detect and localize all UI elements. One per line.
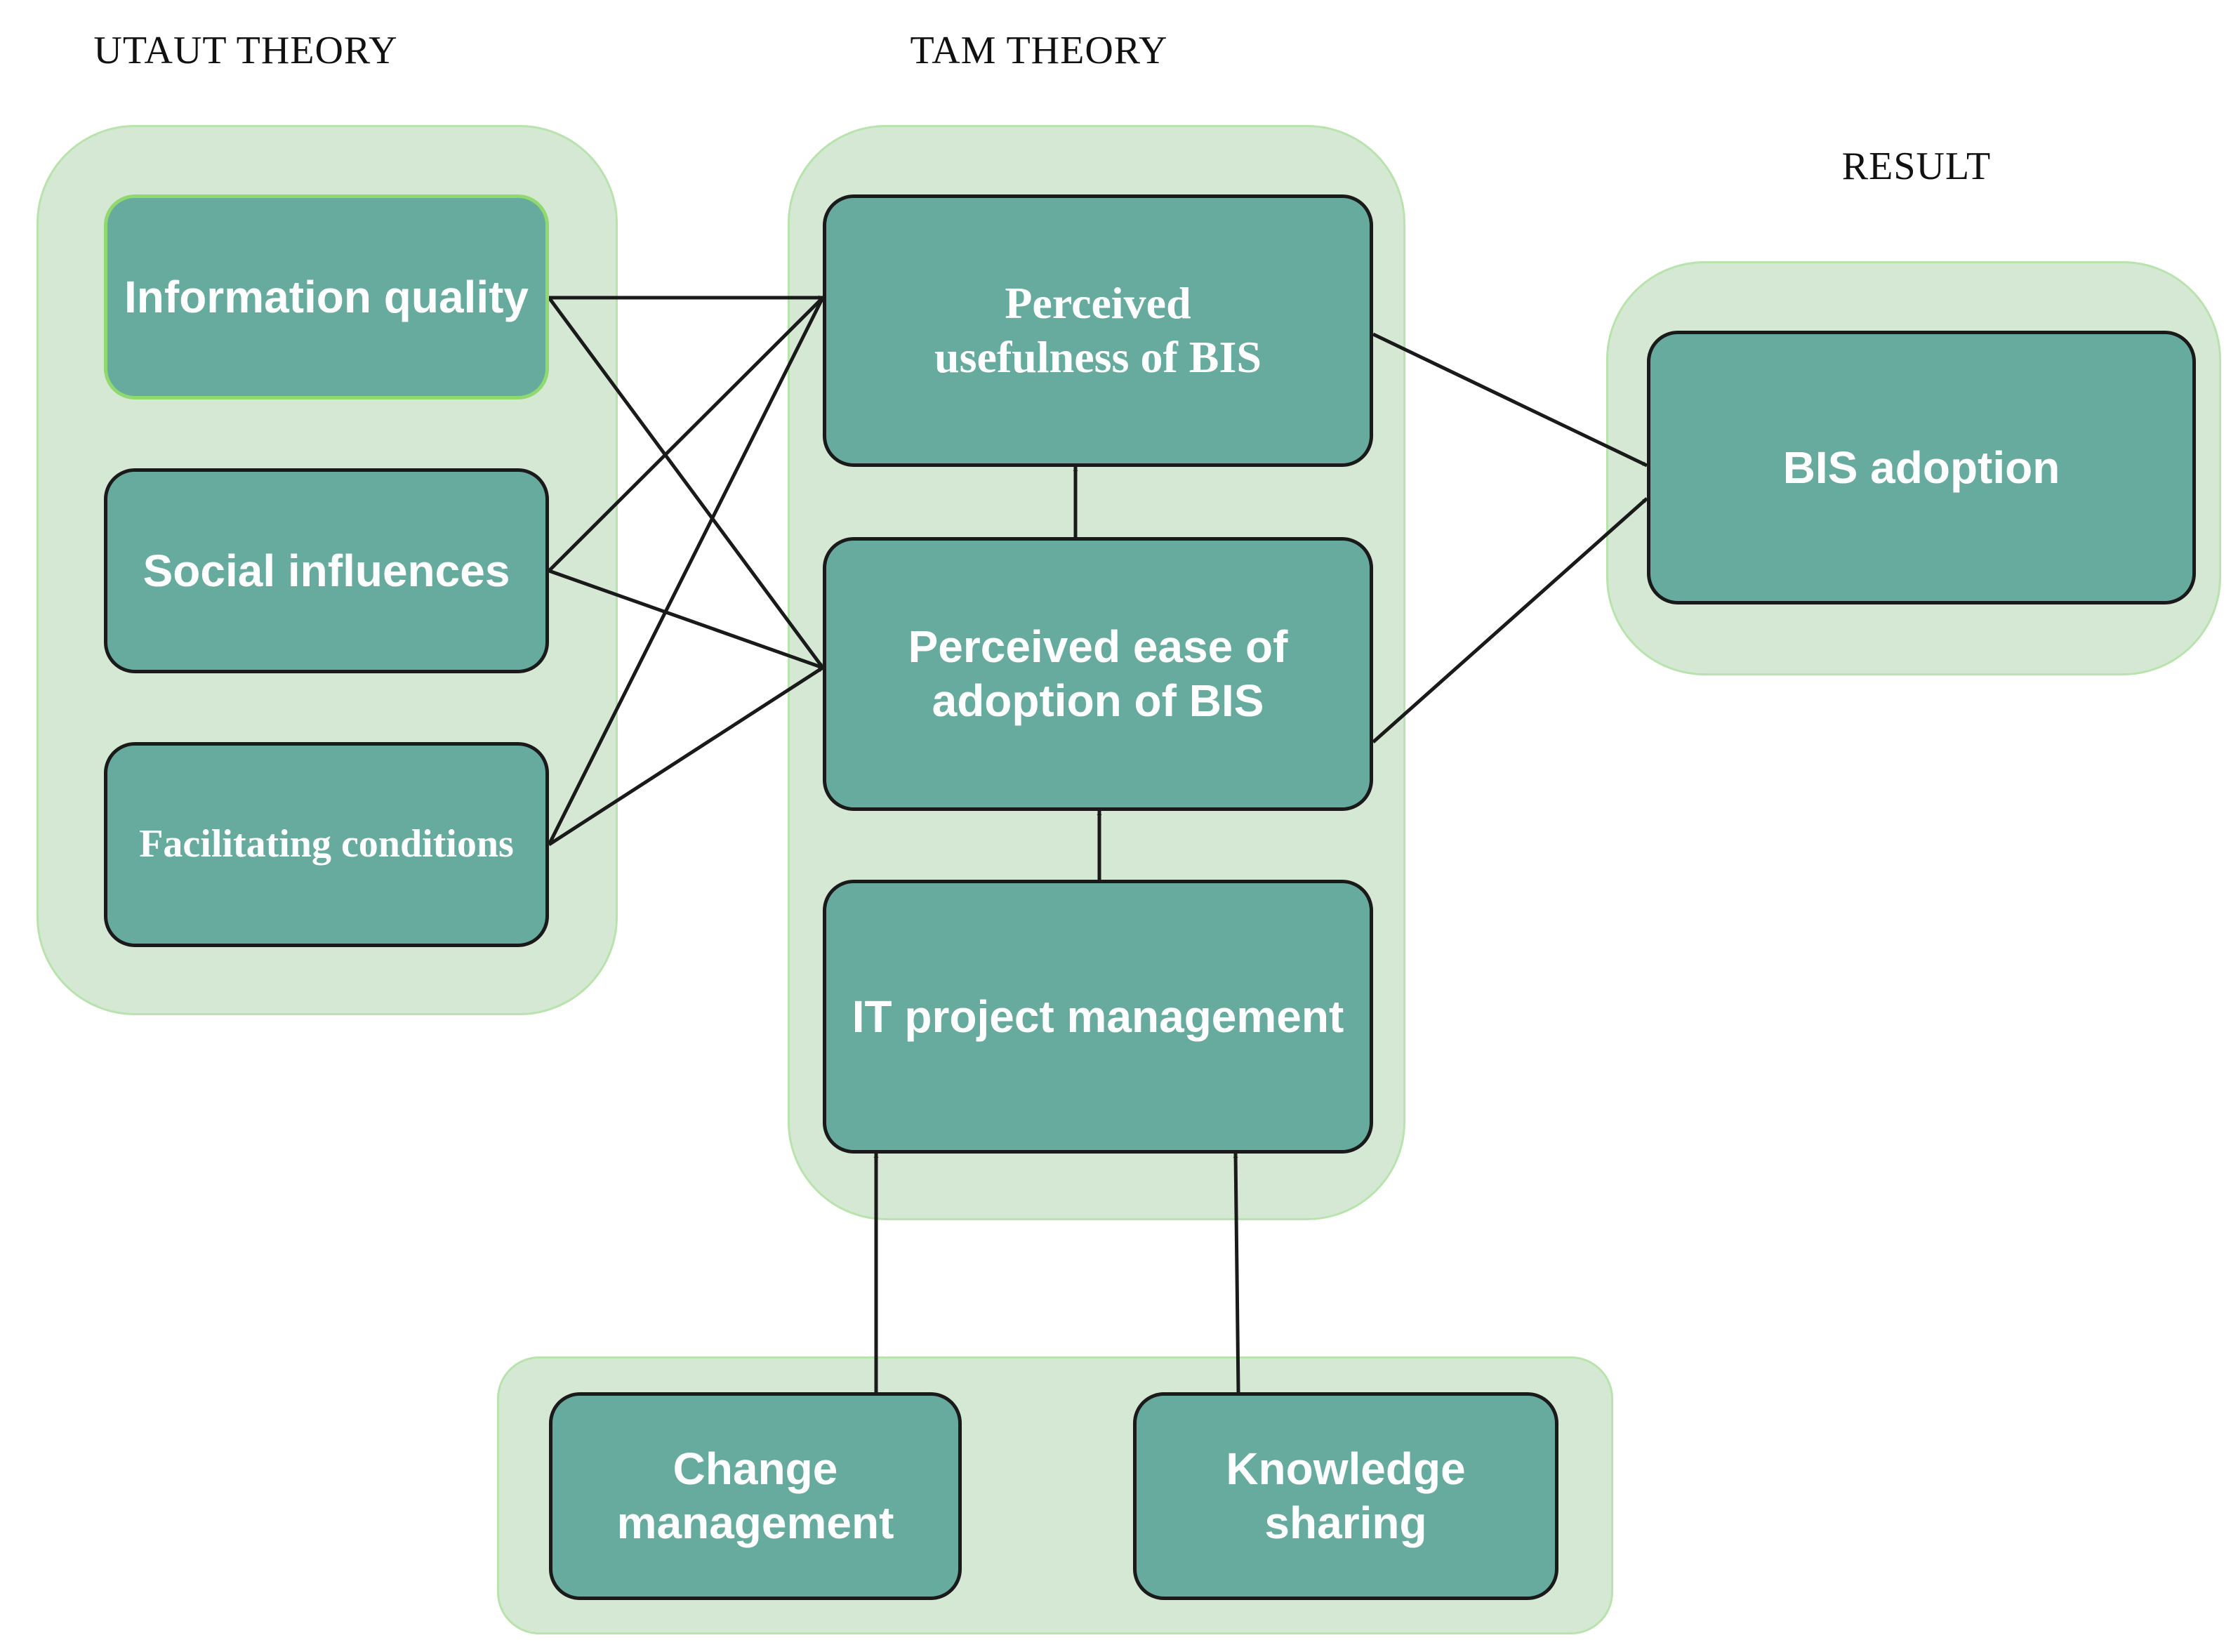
node-information-quality: Information quality [104, 194, 549, 399]
heading-result: RESULT [1841, 145, 1992, 188]
node-knowledge-sharing: Knowledge sharing [1133, 1392, 1558, 1600]
edge-knowledge-sharing-to-it-project-management [1233, 1153, 1240, 1393]
edge-facilitating-conditions-to-perceived-usefulness [547, 296, 825, 846]
heading-utaut: UTAUT THEORY [93, 29, 398, 72]
node-change-management: Change management [549, 1392, 962, 1600]
edge-information-quality-to-perceived-ease [547, 296, 825, 669]
node-bis-adoption: BIS adoption [1647, 331, 2196, 604]
edge-perceived-ease-to-bis-adoption [1372, 497, 1648, 744]
node-perceived-usefulness: Perceived usefulness of BIS [823, 194, 1373, 467]
node-perceived-ease: Perceived ease of adoption of BIS [823, 537, 1373, 811]
heading-tam: TAM THEORY [910, 29, 1168, 72]
edge-social-influences-to-perceived-ease [548, 569, 823, 670]
edge-perceived-usefulness-to-bis-adoption [1372, 332, 1648, 468]
node-it-project-management: IT project management [823, 880, 1373, 1154]
node-social-influences: Social influences [104, 468, 549, 673]
edge-social-influences-to-perceived-usefulness [548, 296, 824, 572]
node-facilitating-conditions: Facilitating conditions [104, 742, 549, 947]
edge-facilitating-conditions-to-perceived-ease [548, 666, 824, 847]
